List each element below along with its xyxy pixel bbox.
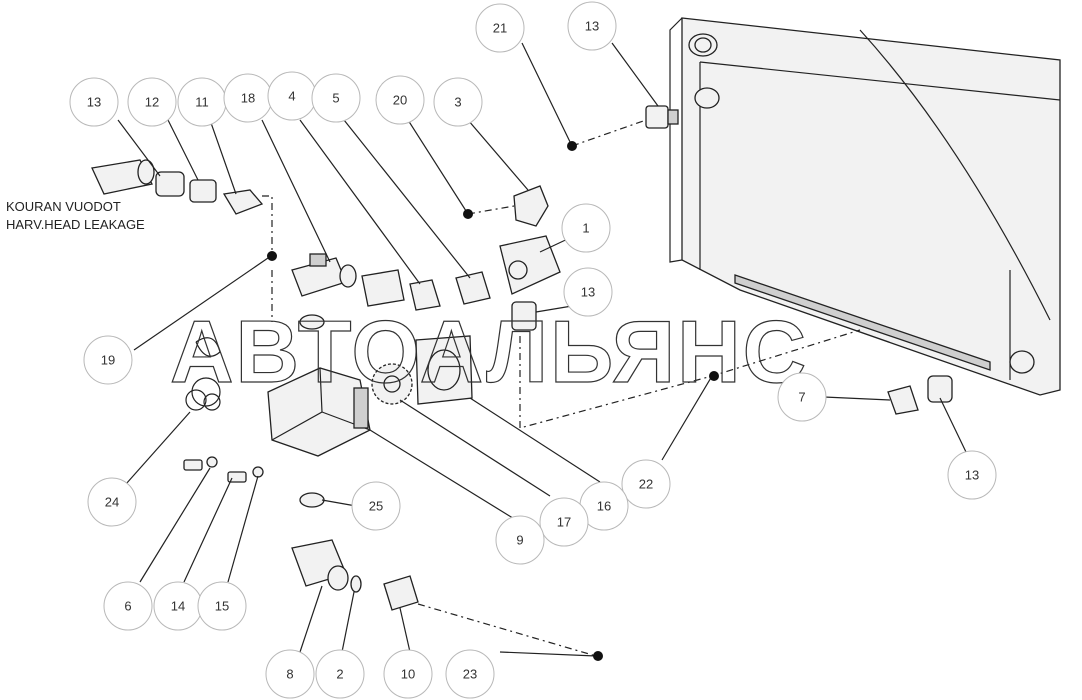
radiator-panel [669,17,1061,396]
callout-20: 20 [375,75,425,125]
svg-text:1: 1 [582,221,589,236]
callout-1: 1 [561,203,611,253]
svg-text:16: 16 [597,499,611,514]
note-line-1: KOURAN VUODOT [6,199,121,214]
fitting-7 [887,385,919,415]
fitting-10 [383,575,419,611]
callout-13: 13 [563,267,613,317]
lower-block-8 [291,539,349,591]
seal-kit-24 [185,337,221,411]
note-line-2: HARV.HEAD LEAKAGE [6,217,145,232]
leakage-line-parts [91,159,264,215]
callout-15: 15 [197,581,247,631]
svg-text:21: 21 [493,21,507,36]
elbow-3 [513,185,549,227]
flow-lines [262,119,861,657]
svg-text:15: 15 [215,599,229,614]
callout-19: 19 [83,335,133,385]
svg-text:11: 11 [195,95,209,110]
watermark-text: АВТОАЛЬЯНС [170,302,808,401]
o-ring-25 [299,492,325,508]
connection-dots [267,141,719,661]
callout-18: 18 [223,73,273,123]
callout-23: 23 [445,649,495,699]
svg-text:3: 3 [454,95,461,110]
callout-11: 11 [177,77,227,127]
fitting-4 [361,269,441,311]
callout-3: 3 [433,77,483,127]
fitting-13-right [927,375,953,403]
svg-text:2: 2 [336,667,343,682]
svg-text:18: 18 [241,91,255,106]
svg-text:17: 17 [557,515,571,530]
svg-text:14: 14 [171,599,185,614]
callout-16: 16 [579,481,629,531]
hydraulic-pump [267,367,371,457]
snap-ring-2 [350,575,362,593]
fitting-13-mid [511,301,537,331]
svg-text:24: 24 [105,495,119,510]
svg-text:10: 10 [401,667,415,682]
svg-text:5: 5 [332,91,339,106]
svg-text:25: 25 [369,499,383,514]
callout-12: 12 [127,77,177,127]
fitting-5 [455,271,491,305]
svg-text:22: 22 [639,477,653,492]
valve-block-18 [291,253,357,297]
svg-text:13: 13 [581,285,595,300]
callout-13: 13 [69,77,119,127]
callout-21: 21 [475,3,525,53]
svg-text:13: 13 [965,468,979,483]
tee-block-1 [499,235,561,295]
svg-text:13: 13 [585,19,599,34]
callout-2: 2 [315,649,365,699]
callout-13: 13 [567,1,617,51]
svg-text:13: 13 [87,95,101,110]
svg-text:6: 6 [124,599,131,614]
callout-25: 25 [351,481,401,531]
callout-4: 4 [267,71,317,121]
svg-text:20: 20 [393,93,407,108]
callout-9: 9 [495,515,545,565]
o-ring-19 [299,314,325,330]
svg-text:19: 19 [101,353,115,368]
callout-22: 22 [621,459,671,509]
callout-7: 7 [777,372,827,422]
gear-17 [371,363,413,405]
callout-24: 24 [87,477,137,527]
svg-text:4: 4 [288,89,295,104]
bolts-washers [183,456,264,483]
callout-10: 10 [383,649,433,699]
flange-16 [415,335,473,405]
callout-5: 5 [311,73,361,123]
callout-6: 6 [103,581,153,631]
fitting-13-top [645,105,679,129]
svg-text:9: 9 [516,533,523,548]
svg-text:12: 12 [145,95,159,110]
callout-8: 8 [265,649,315,699]
svg-text:7: 7 [798,390,805,405]
callout-14: 14 [153,581,203,631]
svg-text:8: 8 [286,667,293,682]
callout-17: 17 [539,497,589,547]
svg-text:23: 23 [463,667,477,682]
callout-13: 13 [947,450,997,500]
leader-lines [117,42,967,657]
